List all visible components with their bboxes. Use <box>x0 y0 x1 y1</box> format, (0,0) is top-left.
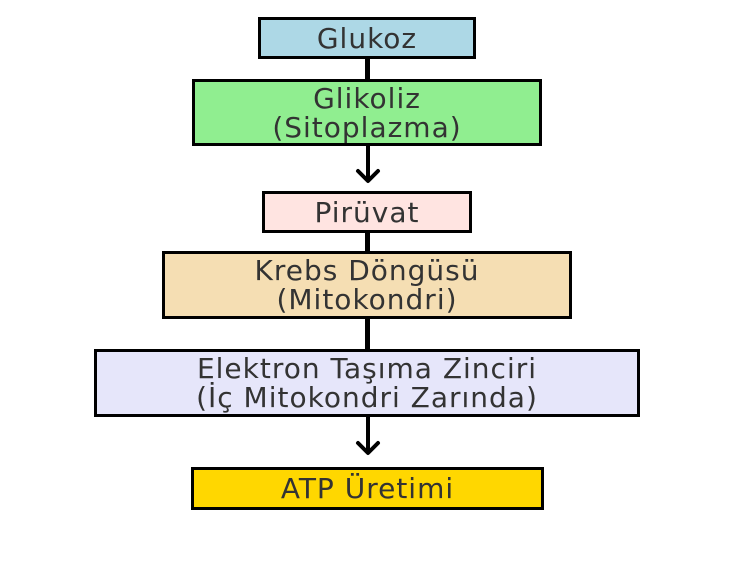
connector-krebs-etz <box>365 317 370 351</box>
node-glikoliz-sublabel: (Sitoplazma) <box>272 110 462 144</box>
node-glikoliz-label: Glikoliz <box>313 81 421 115</box>
node-atp: ATP Üretimi <box>191 467 544 510</box>
node-piruvat: Pirüvat <box>262 191 472 233</box>
connector-glukoz-glikoliz <box>365 57 370 81</box>
node-krebs-label: Krebs Döngüsü <box>254 254 480 287</box>
node-atp-label: ATP Üretimi <box>280 472 455 505</box>
node-krebs: Krebs Döngüsü (Mitokondri) <box>162 251 572 319</box>
node-glukoz-label: Glukoz <box>316 21 418 55</box>
node-etz: Elektron Taşıma Zinciri (İç Mitokondri Z… <box>94 349 640 417</box>
node-glikoliz: Glikoliz (Sitoplazma) <box>192 79 542 146</box>
connector-piruvat-krebs <box>365 231 370 253</box>
node-etz-label: Elektron Taşıma Zinciri <box>196 352 538 385</box>
node-piruvat-label: Pirüvat <box>314 195 420 229</box>
node-glukoz: Glukoz <box>258 17 476 59</box>
node-krebs-sublabel: (Mitokondri) <box>276 283 458 316</box>
arrow-etz-atp <box>356 416 380 455</box>
node-etz-sublabel: (İç Mitokondri Zarında) <box>196 381 538 414</box>
arrow-glikoliz-piruvat <box>356 146 380 183</box>
